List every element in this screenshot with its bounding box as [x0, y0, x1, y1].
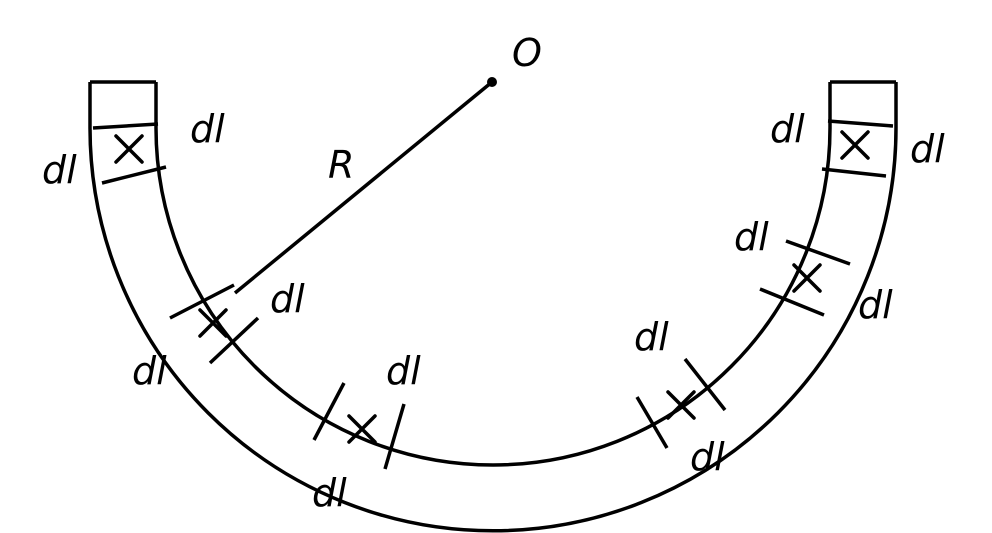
center-label: O [512, 31, 542, 75]
element-label: dl [858, 283, 893, 327]
element-label: dl [634, 315, 669, 359]
element-boundary [101, 165, 167, 185]
element-boundary [383, 403, 406, 470]
element-label: dl [690, 435, 725, 479]
element-boundary [759, 287, 825, 317]
element-label: dl [312, 471, 347, 515]
element-label: dl [386, 349, 421, 393]
element-boundary [92, 122, 159, 130]
cross-icon [792, 263, 822, 293]
radius-label: R [328, 143, 354, 187]
element-boundary [169, 283, 235, 320]
element-boundary [312, 382, 346, 441]
cross-icon [840, 130, 870, 160]
element-label: dl [132, 349, 167, 393]
element-boundary [821, 167, 887, 178]
ring-inner-arc [154, 82, 832, 467]
element-label: dl [190, 107, 225, 151]
element-boundary [635, 396, 669, 449]
cross-icon [347, 414, 377, 444]
radius-line [233, 80, 494, 295]
cross-icon [198, 308, 228, 338]
element-label: dl [910, 127, 945, 171]
element-label: dl [734, 215, 769, 259]
element-boundary [208, 316, 260, 365]
element-label: dl [270, 277, 305, 321]
element-boundary [827, 119, 894, 128]
element-boundary [785, 239, 851, 266]
element-boundary [683, 357, 727, 412]
element-label: dl [770, 107, 805, 151]
center-point [487, 77, 497, 87]
cross-icon [666, 390, 696, 420]
cross-icon [114, 134, 144, 164]
ring-outer-arc [88, 82, 898, 533]
element-label: dl [42, 148, 77, 192]
